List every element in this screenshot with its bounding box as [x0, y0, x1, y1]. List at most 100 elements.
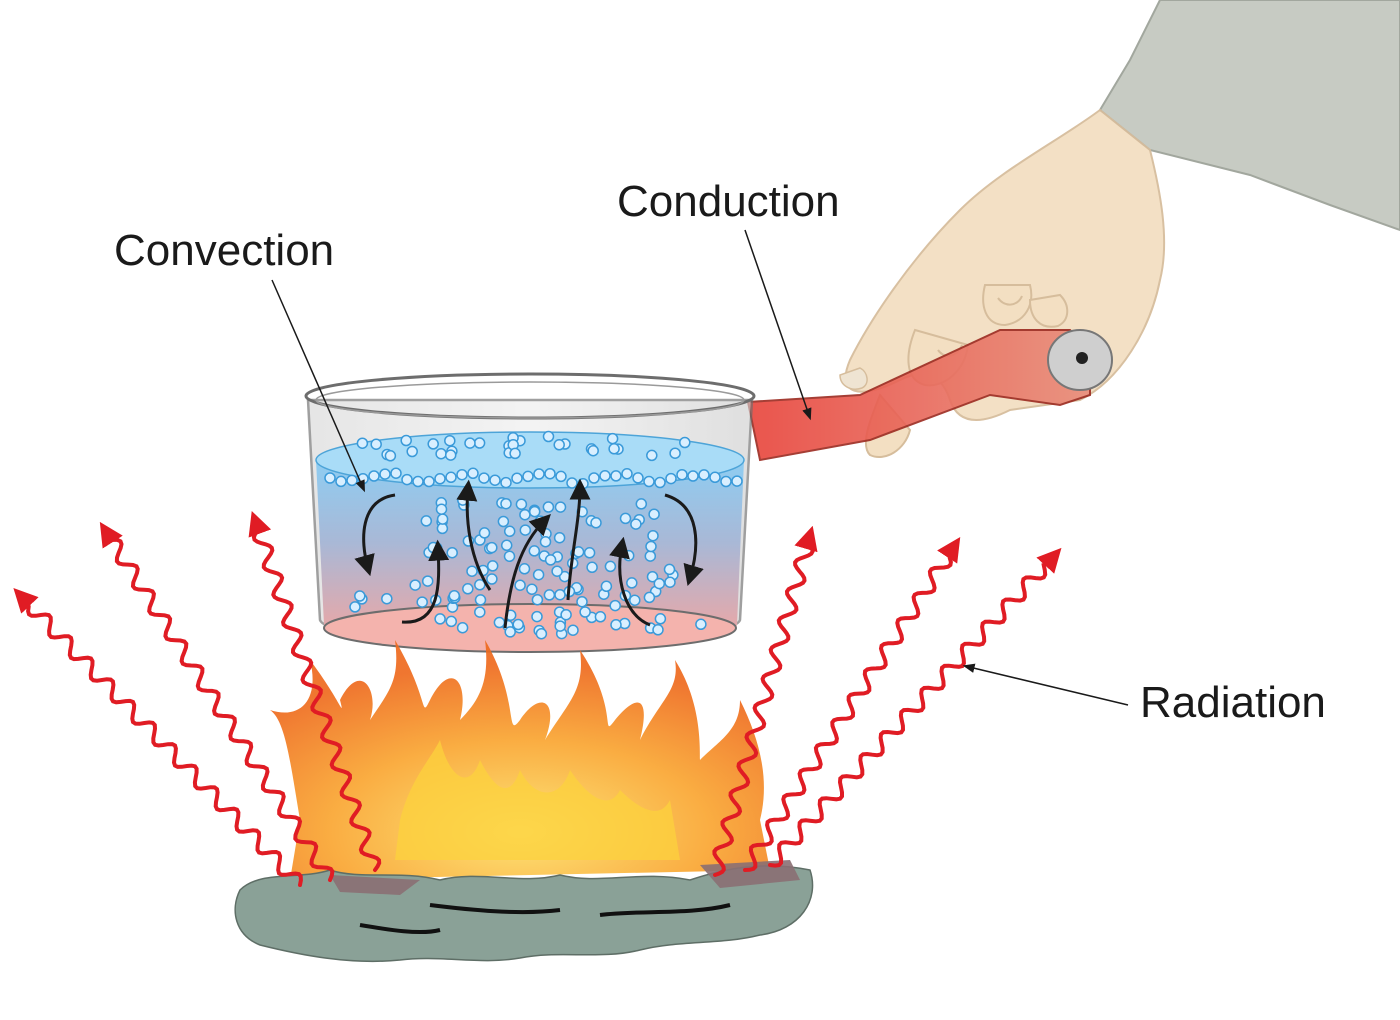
- bubble: [435, 503, 448, 515]
- bubble: [448, 589, 461, 602]
- bubble: [444, 434, 456, 447]
- bubble: [531, 610, 543, 623]
- curved-arrow-icon: [401, 539, 450, 624]
- bubble: [567, 624, 579, 636]
- bubble: [560, 608, 572, 621]
- bubble: [531, 593, 544, 606]
- bubble: [610, 470, 622, 482]
- bubble: [473, 437, 486, 449]
- bubble: [528, 545, 541, 557]
- bubble: [600, 580, 613, 593]
- bubble: [474, 594, 487, 606]
- bubble: [544, 554, 557, 566]
- bubble: [608, 443, 620, 455]
- campfire-icon: [234, 640, 814, 963]
- bubble: [474, 606, 486, 618]
- bubble: [346, 474, 358, 487]
- bubble: [500, 497, 512, 510]
- bubble: [698, 469, 710, 481]
- bubble: [583, 547, 596, 559]
- bubble: [652, 624, 664, 636]
- bubble: [539, 535, 552, 548]
- wavy-arrow-icon: [248, 510, 382, 872]
- bubble: [519, 524, 532, 536]
- bubble: [478, 527, 491, 539]
- bubble: [335, 475, 347, 488]
- bubble: [503, 550, 516, 563]
- wavy-arrow-icon: [743, 536, 961, 872]
- bubble: [626, 577, 638, 589]
- bubble: [462, 583, 474, 595]
- bubble: [576, 595, 588, 608]
- bubble: [436, 513, 449, 525]
- bubble: [444, 449, 457, 461]
- bubble: [500, 539, 513, 552]
- bubble: [542, 430, 555, 443]
- bubble: [588, 472, 600, 484]
- bubble: [381, 592, 393, 605]
- convection-leader: [271, 279, 365, 493]
- bubble: [486, 541, 498, 554]
- bubble: [456, 621, 469, 634]
- bubble: [497, 515, 510, 528]
- bubble: [553, 439, 565, 451]
- bubble: [695, 618, 707, 631]
- convection-arrows: [354, 478, 704, 629]
- handle-hole-icon: [1076, 352, 1088, 364]
- bubble: [621, 468, 633, 480]
- conduction-leader: [744, 229, 812, 421]
- pan-handle: [746, 329, 1113, 462]
- wavy-arrow-icon: [13, 588, 303, 887]
- bubble: [676, 468, 688, 481]
- conduction-label: Conduction: [617, 177, 840, 226]
- bubble: [663, 563, 676, 576]
- bubble: [619, 512, 632, 525]
- bubble: [514, 579, 526, 591]
- bubble: [679, 436, 691, 449]
- bubble: [594, 611, 607, 623]
- bubble: [445, 471, 457, 484]
- bubble: [665, 472, 677, 485]
- bubble: [720, 475, 732, 488]
- bubble: [555, 470, 567, 483]
- bubble: [409, 579, 421, 591]
- bubble: [504, 626, 516, 638]
- curved-arrow-icon: [664, 493, 704, 587]
- wavy-arrow-icon: [99, 521, 335, 882]
- bubble: [644, 550, 657, 562]
- bubble: [622, 549, 635, 562]
- bubble: [544, 467, 556, 480]
- bubble: [606, 432, 619, 445]
- bubble: [434, 473, 446, 485]
- bubble: [486, 573, 498, 585]
- bubble: [435, 447, 447, 460]
- bubble: [533, 468, 545, 480]
- bubble: [687, 470, 699, 482]
- bubble: [566, 477, 578, 489]
- bubble: [384, 450, 397, 462]
- wavy-arrow-icon: [768, 547, 1062, 868]
- bubble: [609, 599, 621, 612]
- bubble: [646, 449, 658, 462]
- bubble: [370, 438, 382, 450]
- bubble: [554, 620, 566, 632]
- bubble: [486, 560, 499, 572]
- bubble: [356, 437, 369, 449]
- bubble: [590, 517, 602, 529]
- bubble: [406, 445, 418, 458]
- bubble: [610, 619, 622, 631]
- bubble: [500, 476, 512, 489]
- bubble: [604, 560, 617, 573]
- bubble: [579, 606, 591, 618]
- bubble: [464, 437, 476, 449]
- bubble: [511, 472, 523, 484]
- bubble: [643, 591, 656, 604]
- bubble: [400, 434, 412, 447]
- bubbles: [324, 430, 743, 640]
- bubble: [632, 472, 644, 484]
- bubble: [551, 565, 563, 577]
- bubble: [653, 577, 666, 590]
- bubble: [478, 472, 490, 484]
- bubble: [645, 540, 657, 553]
